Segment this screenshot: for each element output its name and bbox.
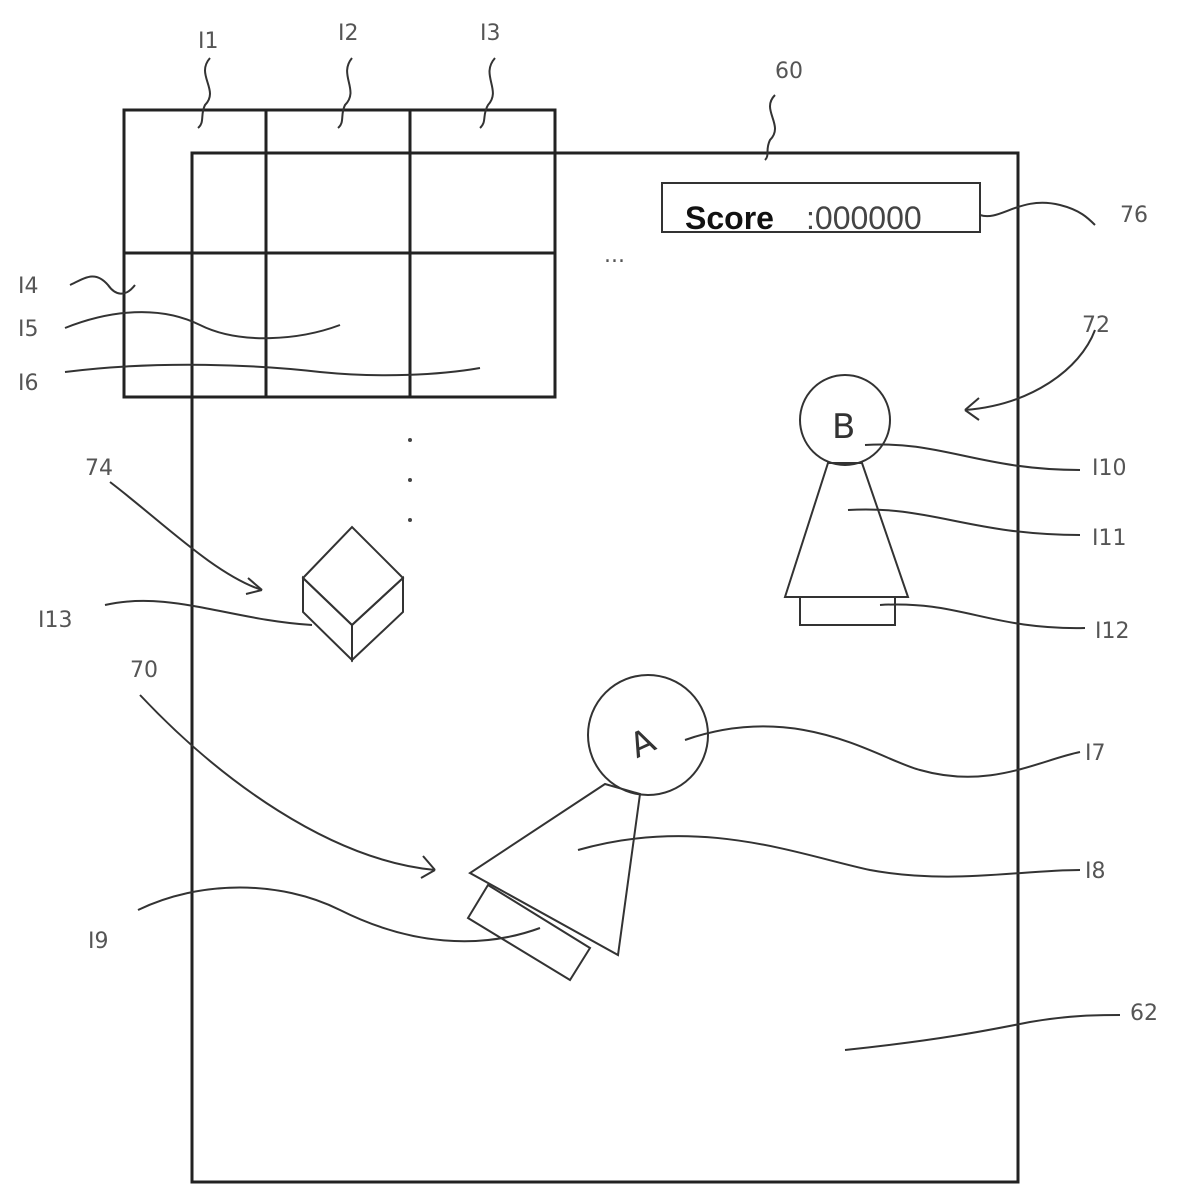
ellipsis: ...: [604, 243, 625, 268]
label-74: 74: [85, 456, 113, 481]
score-value: :000000: [806, 200, 922, 236]
label-I3: I3: [480, 21, 501, 46]
label-72: 72: [1082, 313, 1110, 338]
label-70: 70: [130, 658, 158, 683]
label-I4: I4: [18, 274, 39, 299]
label-I13: I13: [38, 608, 72, 633]
label-I7: I7: [1085, 741, 1106, 766]
label-76: 76: [1120, 203, 1148, 228]
label-I8: I8: [1085, 859, 1106, 884]
label-I1: I1: [198, 29, 219, 54]
character-a: A: [468, 675, 708, 980]
label-I2: I2: [338, 21, 359, 46]
score-display: Score :000000: [662, 183, 980, 236]
label-I5: I5: [18, 317, 39, 342]
label-I12: I12: [1095, 619, 1129, 644]
label-I9: I9: [88, 929, 109, 954]
label-I10: I10: [1092, 456, 1126, 481]
score-label: Score: [685, 200, 774, 236]
cube-item: [303, 527, 403, 660]
character-b-letter: B: [832, 407, 855, 447]
character-b: B: [785, 375, 908, 625]
label-60: 60: [775, 59, 803, 84]
character-a-letter: A: [624, 721, 662, 767]
game-screen-frame: [192, 153, 1018, 1182]
vertical-ellipsis: [408, 438, 412, 522]
label-62: 62: [1130, 1001, 1158, 1026]
label-I11: I11: [1092, 526, 1126, 551]
label-I6: I6: [18, 371, 39, 396]
leader-lines: [65, 58, 1120, 1050]
